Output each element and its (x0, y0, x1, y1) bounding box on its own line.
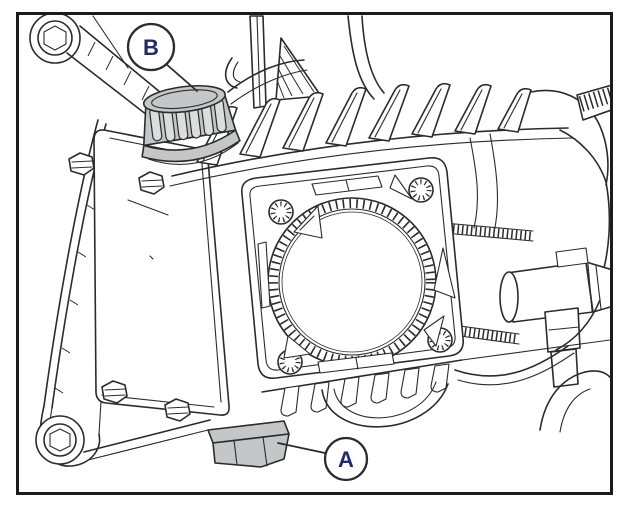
callout-a: A (277, 436, 369, 482)
threaded-rod (443, 222, 534, 242)
center-bore (267, 197, 437, 367)
cylinder-hex-fitting (499, 247, 610, 323)
callout-a-circle (323, 436, 369, 482)
callout-a-leader-line (277, 442, 326, 454)
oil-fill-cap (141, 84, 241, 165)
callout-b-circle (126, 22, 176, 72)
gear-cover-plate (68, 129, 230, 422)
callout-b-leader-line (164, 62, 198, 92)
threaded-fitting (576, 84, 610, 121)
cover-bolt (138, 171, 165, 195)
bottom-ribs (261, 339, 610, 428)
callout-b: B (126, 22, 198, 92)
bracket-tab (544, 307, 581, 388)
flange-hole (268, 199, 294, 225)
housing-fins (169, 82, 609, 233)
callout-a-label: A (338, 447, 354, 472)
bracket-gusset (275, 37, 322, 101)
cover-bolt (68, 152, 95, 176)
cover-bolt (101, 380, 128, 404)
callout-b-label: B (143, 35, 159, 60)
drain-plug (207, 420, 290, 468)
flange-gussets (257, 174, 456, 374)
bolt-boss-top-left (29, 15, 81, 64)
front-flange (240, 156, 465, 380)
cover-bolt (164, 398, 191, 422)
flange-hole (408, 177, 434, 203)
bolt-boss-bottom-left (35, 415, 85, 465)
